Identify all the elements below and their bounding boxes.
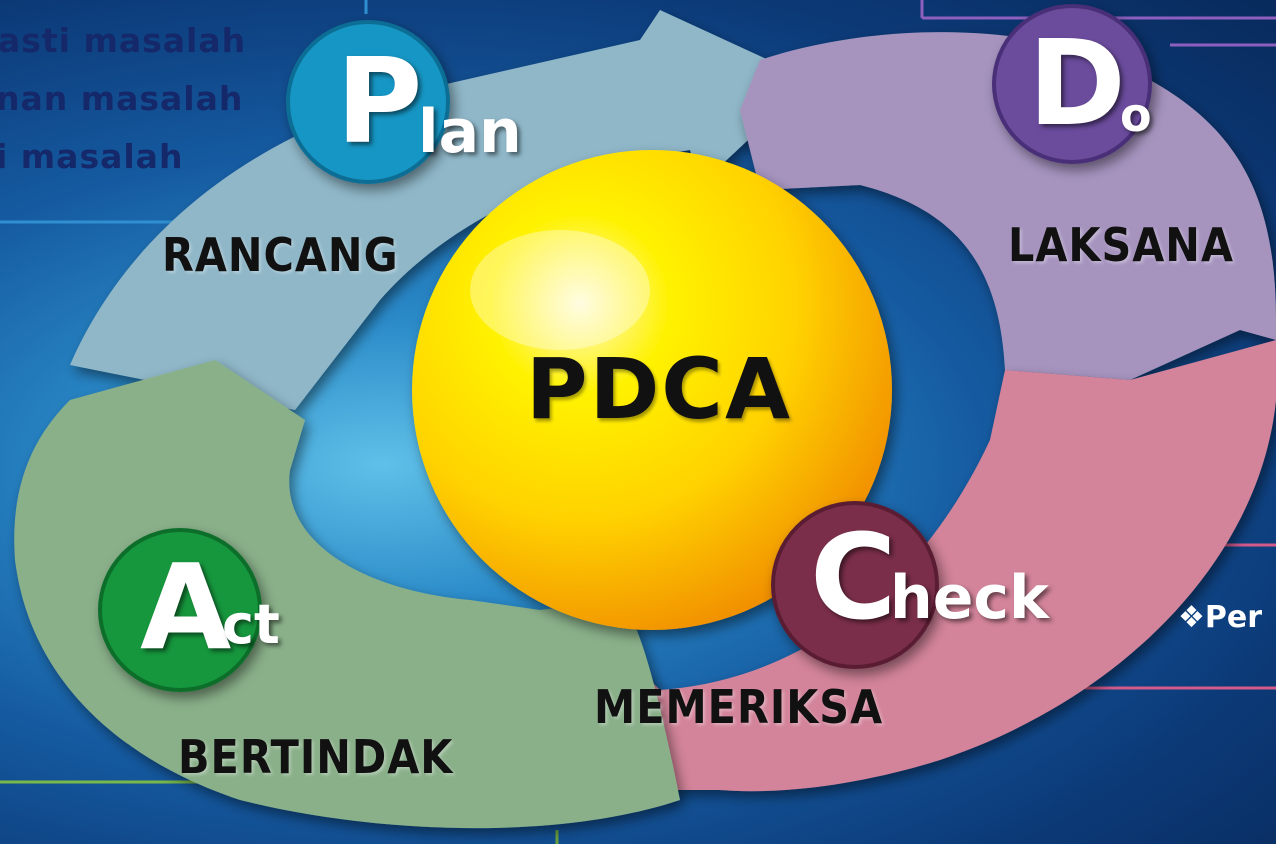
act-letter: A <box>140 538 232 676</box>
right-partial-text: ❖Per <box>1178 600 1263 635</box>
plan-letter: P <box>336 32 423 170</box>
side-text-block: asti masalah nan masalah i masalah <box>0 12 246 186</box>
check-rest: heck <box>890 563 1049 633</box>
center-title: PDCA <box>526 340 792 438</box>
side-text-line-1: asti masalah <box>0 21 247 60</box>
check-badge <box>771 501 939 669</box>
check-label: MEMERIKSA <box>594 680 884 734</box>
do-letter: D <box>1028 14 1126 152</box>
plan-badge <box>286 20 450 184</box>
do-label: LAKSANA <box>1008 218 1234 272</box>
act-label: BERTINDAK <box>178 730 454 784</box>
side-text-line-2: nan masalah <box>0 79 244 118</box>
check-arrow <box>530 340 1276 792</box>
act-arrow <box>14 360 680 829</box>
plan-label: RANCANG <box>162 228 399 282</box>
pdca-sphere <box>412 150 892 630</box>
act-badge <box>98 528 262 692</box>
sphere-highlight <box>470 230 650 350</box>
plan-rest: lan <box>418 97 522 167</box>
plan-arrow <box>70 10 812 410</box>
side-text-line-3: i masalah <box>0 137 184 176</box>
check-letter: C <box>810 508 897 646</box>
do-rest: o <box>1120 88 1152 142</box>
do-badge <box>992 4 1152 164</box>
act-rest: ct <box>222 593 280 656</box>
